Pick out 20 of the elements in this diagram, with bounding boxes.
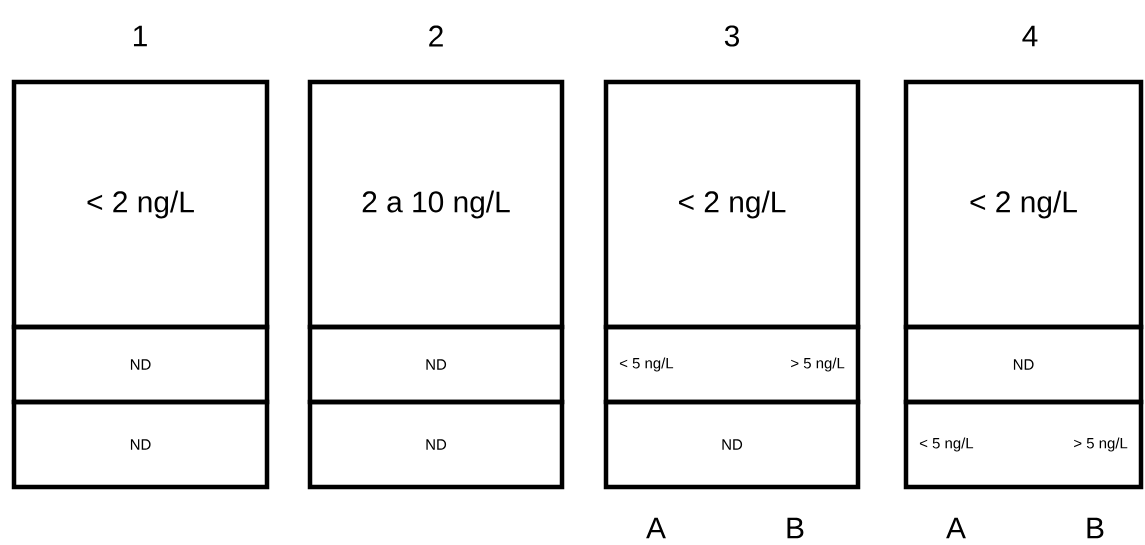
range-box: < 2 ng/L [603, 79, 861, 330]
result-box: ND [307, 399, 565, 490]
result-box: ND [11, 399, 270, 490]
result-box: < 5 ng/L > 5 ng/L [903, 399, 1144, 490]
column-number: 2 [429, 25, 443, 47]
subcolumn-letter: A [946, 517, 966, 539]
subcolumn-letter: B [1087, 517, 1104, 539]
column-number: 4 [1022, 25, 1038, 47]
range-box: 2 a 10 ng/L [307, 79, 565, 330]
result-box: ND [603, 399, 861, 490]
result-box: ND [11, 324, 270, 405]
subcolumn-letter: B [787, 517, 804, 539]
column-number: 3 [724, 25, 739, 47]
result-box: < 5 ng/L > 5 ng/L [603, 324, 861, 405]
range-box: < 2 ng/L [903, 79, 1144, 330]
range-box: < 2 ng/L [11, 79, 270, 330]
result-box: ND [903, 324, 1144, 405]
subcolumn-letter: A [646, 517, 666, 539]
column-number: 1 [134, 25, 147, 47]
result-box: ND [307, 324, 565, 405]
